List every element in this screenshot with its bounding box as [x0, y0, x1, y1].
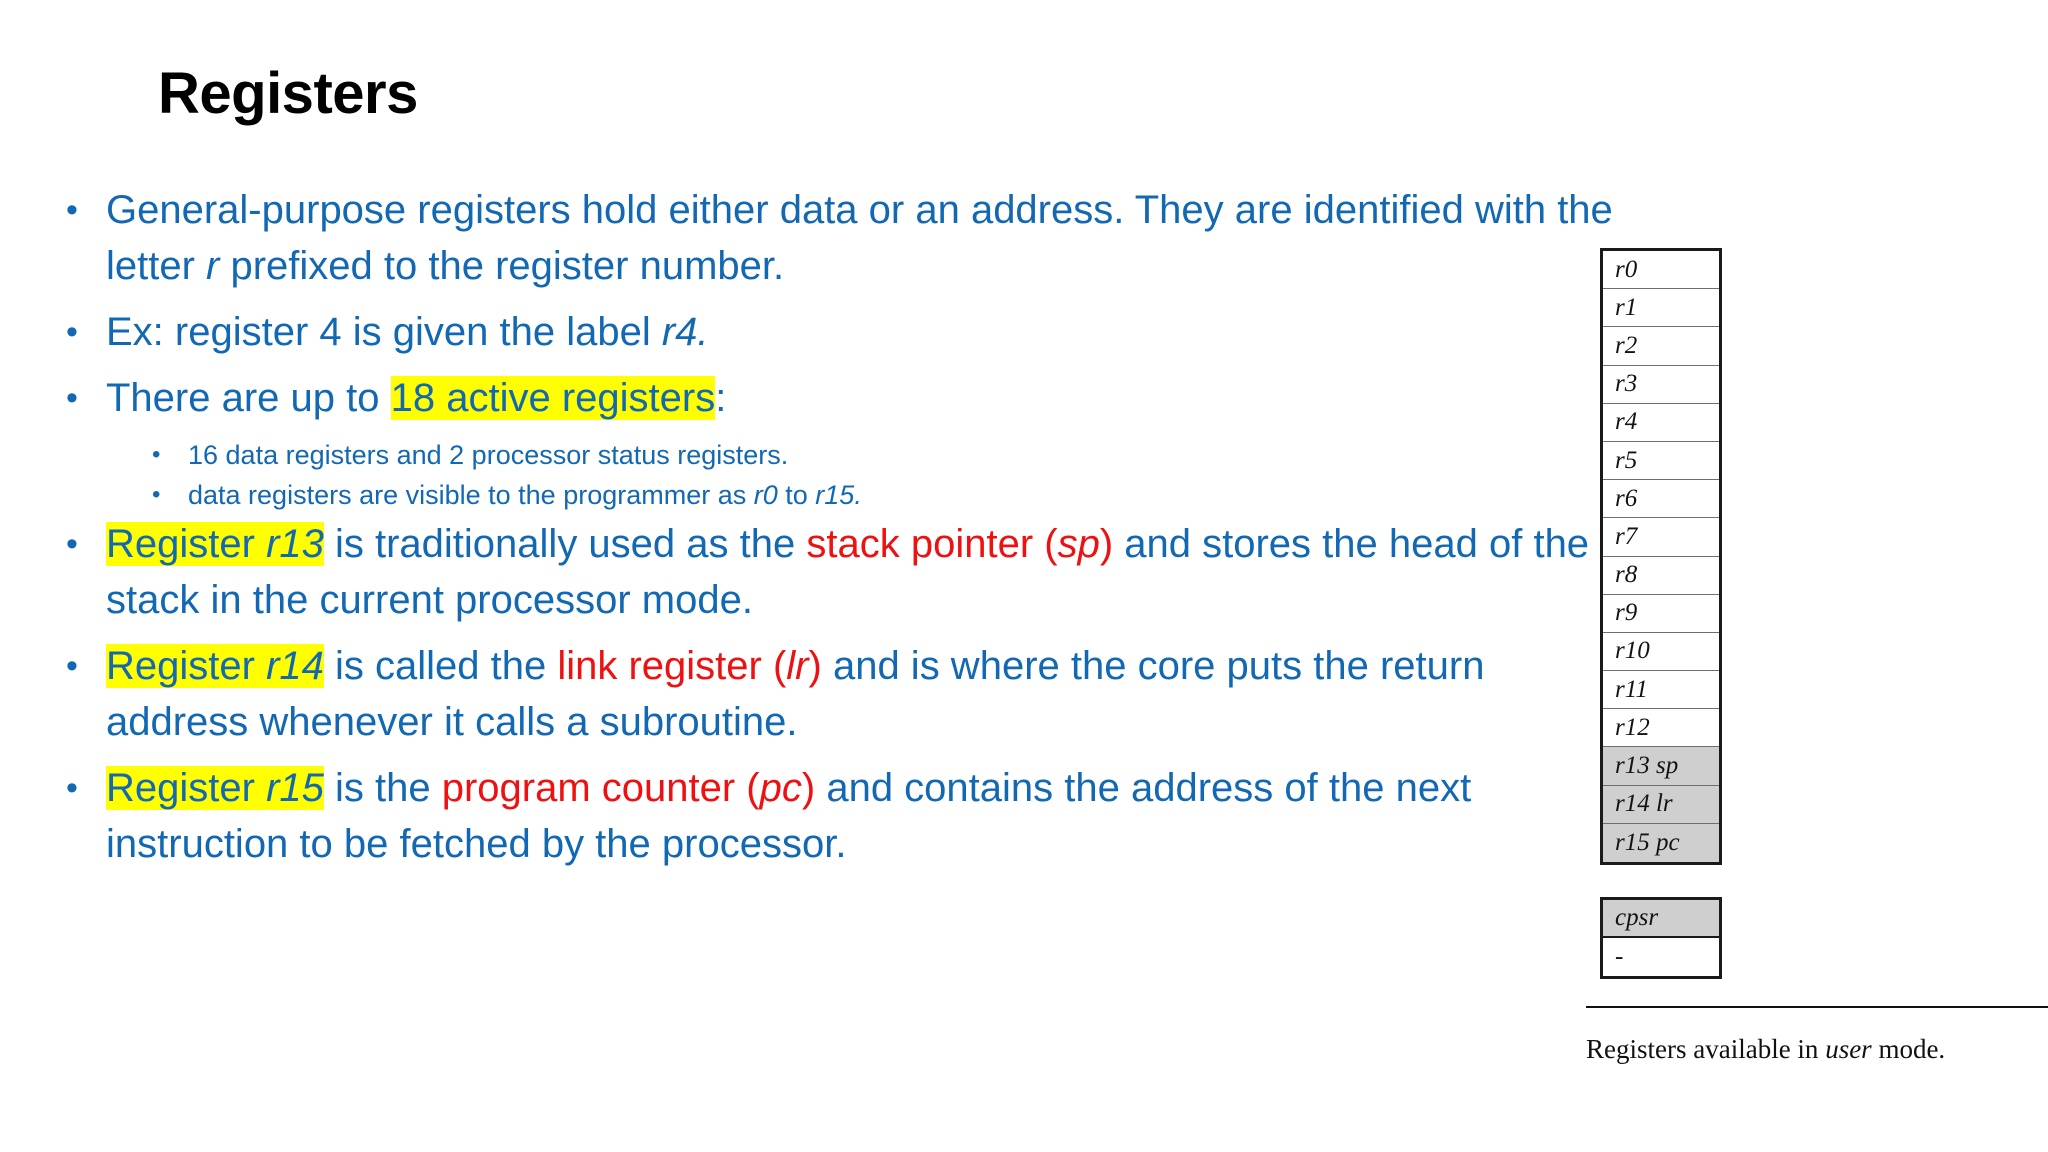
text-run: data registers are visible to the progra… [188, 480, 754, 510]
bullet-text: Ex: register 4 is given the label r4. [106, 304, 1620, 360]
status-register-block: cpsr- [1600, 897, 1722, 980]
register-cell: cpsr [1603, 900, 1719, 939]
text-run: is the [323, 766, 442, 810]
bullet-glyph-icon: • [66, 191, 78, 229]
bullet-item: • Ex: register 4 is given the label r4. [60, 304, 1620, 360]
register-cell: r6 [1603, 480, 1719, 519]
bullet-glyph-icon: • [66, 769, 78, 807]
bullet-glyph-icon: • [152, 481, 161, 508]
text-run: Register [106, 522, 267, 566]
page-title: Registers [158, 61, 418, 126]
bullet-item: • Register r15 is the program counter (pc… [60, 760, 1620, 872]
register-cell: r8 [1603, 556, 1719, 595]
bullet-glyph-icon: • [152, 441, 161, 468]
text-run: is traditionally used as the [323, 522, 807, 566]
text-run: program counter ( [441, 766, 760, 810]
figure-caption-emphasis: user [1825, 1034, 1872, 1064]
text-run: : [715, 376, 727, 420]
bullet-text: Register r13 is traditionally used as th… [106, 516, 1620, 628]
text-run: r13 [266, 522, 324, 566]
bullet-item: • data registers are visible to the progr… [152, 476, 1620, 514]
text-run: lr [786, 644, 809, 688]
text-run: r [206, 244, 220, 288]
text-run: and stores the head of the stack in the … [106, 522, 1590, 622]
bullet-item: • There are up to 18 active registers: [60, 370, 1620, 426]
register-cell: r15 pc [1603, 823, 1719, 862]
bullet-text: Register r15 is the program counter (pc)… [106, 760, 1620, 872]
text-run: There are up to [106, 376, 391, 420]
text-run: prefixed to the register number. [219, 244, 785, 288]
figure-caption-suffix: mode. [1871, 1034, 1946, 1064]
register-cell: r4 [1603, 403, 1719, 442]
bullet-list: • General-purpose registers hold either d… [60, 182, 1620, 882]
register-cell: r11 [1603, 671, 1719, 710]
figure-divider [1586, 1006, 2048, 1008]
text-run: and contains the address of the next ins… [106, 766, 1472, 866]
figure-caption: Registers available in user mode. [1586, 1034, 1945, 1065]
register-cell: r3 [1603, 365, 1719, 404]
bullet-item: • 16 data registers and 2 processor statu… [152, 436, 1620, 474]
text-run: link register ( [557, 644, 787, 688]
bullet-glyph-icon: • [66, 525, 78, 563]
text-run: ) [1099, 522, 1114, 566]
text-run: ) [808, 644, 822, 688]
register-cell: r13 sp [1603, 747, 1719, 786]
register-cell: r10 [1603, 632, 1719, 672]
text-run: Register [106, 644, 267, 688]
text-run: and is where the core puts the return ad… [106, 644, 1485, 744]
bullet-item: • Register r13 is traditionally used as t… [60, 516, 1620, 628]
register-cell: r1 [1603, 289, 1719, 328]
bullet-text: Register r14 is called the link register… [106, 638, 1620, 750]
register-cell: r12 [1603, 709, 1719, 748]
bullet-text: 16 data registers and 2 processor status… [188, 436, 1620, 474]
text-run: 18 active registers [390, 376, 716, 420]
bullet-text: There are up to 18 active registers: [106, 370, 1620, 426]
register-cell: r2 [1603, 327, 1719, 366]
register-cell: r5 [1603, 441, 1719, 481]
text-run: r15 [266, 766, 324, 810]
text-run: Register [106, 766, 267, 810]
register-cell: r14 lr [1603, 785, 1719, 824]
bullet-item: • General-purpose registers hold either d… [60, 182, 1620, 294]
register-cell: r9 [1603, 594, 1719, 633]
text-run: r15. [815, 480, 862, 510]
figure-caption-prefix: Registers available in [1586, 1034, 1826, 1064]
text-run: to [777, 480, 816, 510]
register-cell: r7 [1603, 518, 1719, 557]
bullet-text: data registers are visible to the progra… [188, 476, 1620, 514]
bullet-text: General-purpose registers hold either da… [106, 182, 1620, 294]
text-run: ) [801, 766, 816, 810]
text-run: r4. [661, 310, 709, 354]
register-cell: - [1603, 938, 1719, 977]
register-cell: r0 [1603, 251, 1719, 290]
bullet-glyph-icon: • [66, 313, 78, 351]
text-run: 16 data registers and 2 processor status… [188, 440, 789, 470]
text-run: sp [1057, 522, 1100, 566]
text-run: Ex: register 4 is given the label [106, 310, 662, 354]
text-run: r14 [266, 644, 324, 688]
bullet-glyph-icon: • [66, 647, 78, 685]
text-run: General-purpose registers hold either da… [106, 188, 1613, 288]
text-run: is called the [323, 644, 558, 688]
text-run: pc [759, 766, 802, 810]
bullet-glyph-icon: • [66, 379, 78, 417]
text-run: stack pointer ( [806, 522, 1058, 566]
bullet-item: • Register r14 is called the link registe… [60, 638, 1620, 750]
text-run: r0 [753, 480, 778, 510]
